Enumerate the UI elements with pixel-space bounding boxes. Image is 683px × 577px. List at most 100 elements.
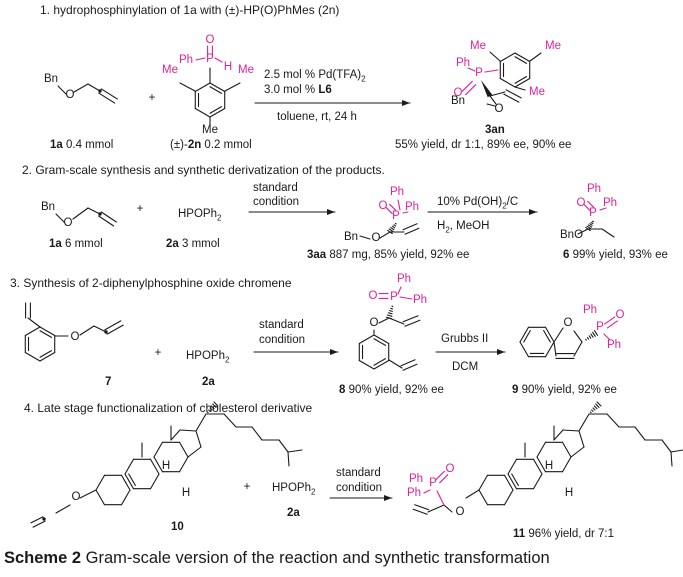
atom-label: H — [224, 61, 232, 73]
bond — [443, 504, 453, 513]
bond — [532, 473, 543, 490]
atom-label: O — [564, 317, 573, 329]
section1-condition-solvent: toluene, rt, 24 h — [277, 111, 357, 123]
bond — [519, 341, 530, 358]
bond — [514, 52, 531, 63]
bond — [359, 235, 371, 240]
arrow-head — [497, 349, 505, 355]
atom-label: Ph — [390, 186, 404, 198]
bond — [100, 211, 117, 223]
bond — [553, 429, 564, 441]
section3-reagent-label: 7 — [105, 376, 112, 388]
section3-reagent2: HPOPh2 — [186, 350, 230, 365]
bond — [278, 439, 289, 453]
bond — [393, 224, 396, 227]
bond — [287, 449, 303, 453]
bond — [209, 107, 226, 118]
phosphorus-bond-lines — [195, 45, 618, 506]
bond — [208, 409, 211, 412]
bond — [590, 333, 594, 338]
atom-label: Ph — [405, 201, 419, 213]
bond — [195, 413, 207, 432]
caption-bold: Scheme 2 — [4, 549, 82, 567]
section1-phosphine-label: (±)-2n 0.2 mmol — [170, 139, 252, 151]
atom-label: Ph — [413, 294, 427, 306]
section2-condition2-a: 10% Pd(OH)2/C — [437, 196, 519, 211]
bond — [592, 331, 596, 337]
section1-product-result: 55% yield, dr 1:1, 89% ee, 90% ee — [395, 139, 572, 151]
bond — [404, 227, 420, 235]
atom-label: Bn — [41, 201, 55, 213]
bond — [543, 329, 551, 343]
bond — [55, 504, 71, 514]
bond — [378, 317, 390, 324]
bond — [251, 426, 263, 441]
bond — [499, 77, 516, 88]
bond — [39, 350, 53, 358]
bond — [593, 330, 599, 336]
atom-label: H — [162, 460, 170, 472]
bond — [532, 458, 543, 475]
bond — [402, 223, 418, 231]
atom-label: O — [379, 200, 388, 212]
atom-label: O — [454, 87, 463, 99]
bond — [39, 351, 56, 362]
allene-dot — [98, 212, 102, 216]
bond — [599, 207, 607, 211]
bond — [427, 504, 445, 513]
bond — [57, 85, 67, 95]
bond — [514, 86, 526, 91]
bond — [592, 220, 594, 223]
atom-label: O — [456, 506, 465, 518]
bond — [373, 358, 387, 366]
bond — [465, 84, 477, 96]
bond — [388, 228, 394, 233]
bond — [601, 228, 615, 238]
bond — [578, 430, 585, 448]
bond — [178, 441, 189, 458]
atom-label: Me — [162, 64, 178, 76]
bond — [128, 473, 136, 487]
bond — [670, 449, 683, 453]
bond — [514, 76, 528, 84]
bond — [523, 329, 531, 343]
bond — [486, 103, 496, 107]
caption-text: Gram-scale version of the reaction and s… — [81, 549, 550, 567]
bond — [583, 204, 591, 212]
bond — [478, 474, 489, 491]
bond — [499, 52, 516, 63]
bond — [467, 67, 476, 72]
bond — [95, 489, 106, 506]
atom-label: Ph — [397, 273, 411, 285]
atom-label: P — [392, 210, 400, 222]
bond — [661, 439, 672, 453]
bond — [461, 80, 473, 92]
bond — [478, 489, 489, 506]
bond — [590, 221, 594, 225]
section4-reagent-label: 10 — [171, 521, 184, 533]
section3-product2-label: 9 90% yield, 92% ee — [512, 384, 617, 396]
bond — [124, 458, 135, 475]
bond — [586, 337, 590, 340]
bond — [24, 351, 41, 362]
section3-condition-b: condition — [259, 334, 306, 346]
bond — [386, 314, 393, 317]
stereo-wedges — [327, 80, 537, 501]
bond — [439, 474, 449, 484]
bond — [206, 411, 209, 414]
bond — [153, 441, 164, 458]
atom-label: O — [370, 317, 379, 329]
atom-label: O — [72, 491, 81, 503]
section4-reagent2-label: 2a — [287, 507, 300, 519]
bond — [149, 473, 160, 490]
bond — [194, 107, 211, 118]
atom-label: Me — [529, 86, 545, 98]
bond — [24, 326, 41, 337]
allene-dot — [104, 330, 108, 334]
bond — [104, 320, 122, 331]
bond — [670, 451, 673, 467]
bond — [573, 341, 583, 357]
atom-label: Ph — [456, 57, 470, 69]
bond — [213, 401, 219, 407]
bond — [507, 458, 518, 475]
